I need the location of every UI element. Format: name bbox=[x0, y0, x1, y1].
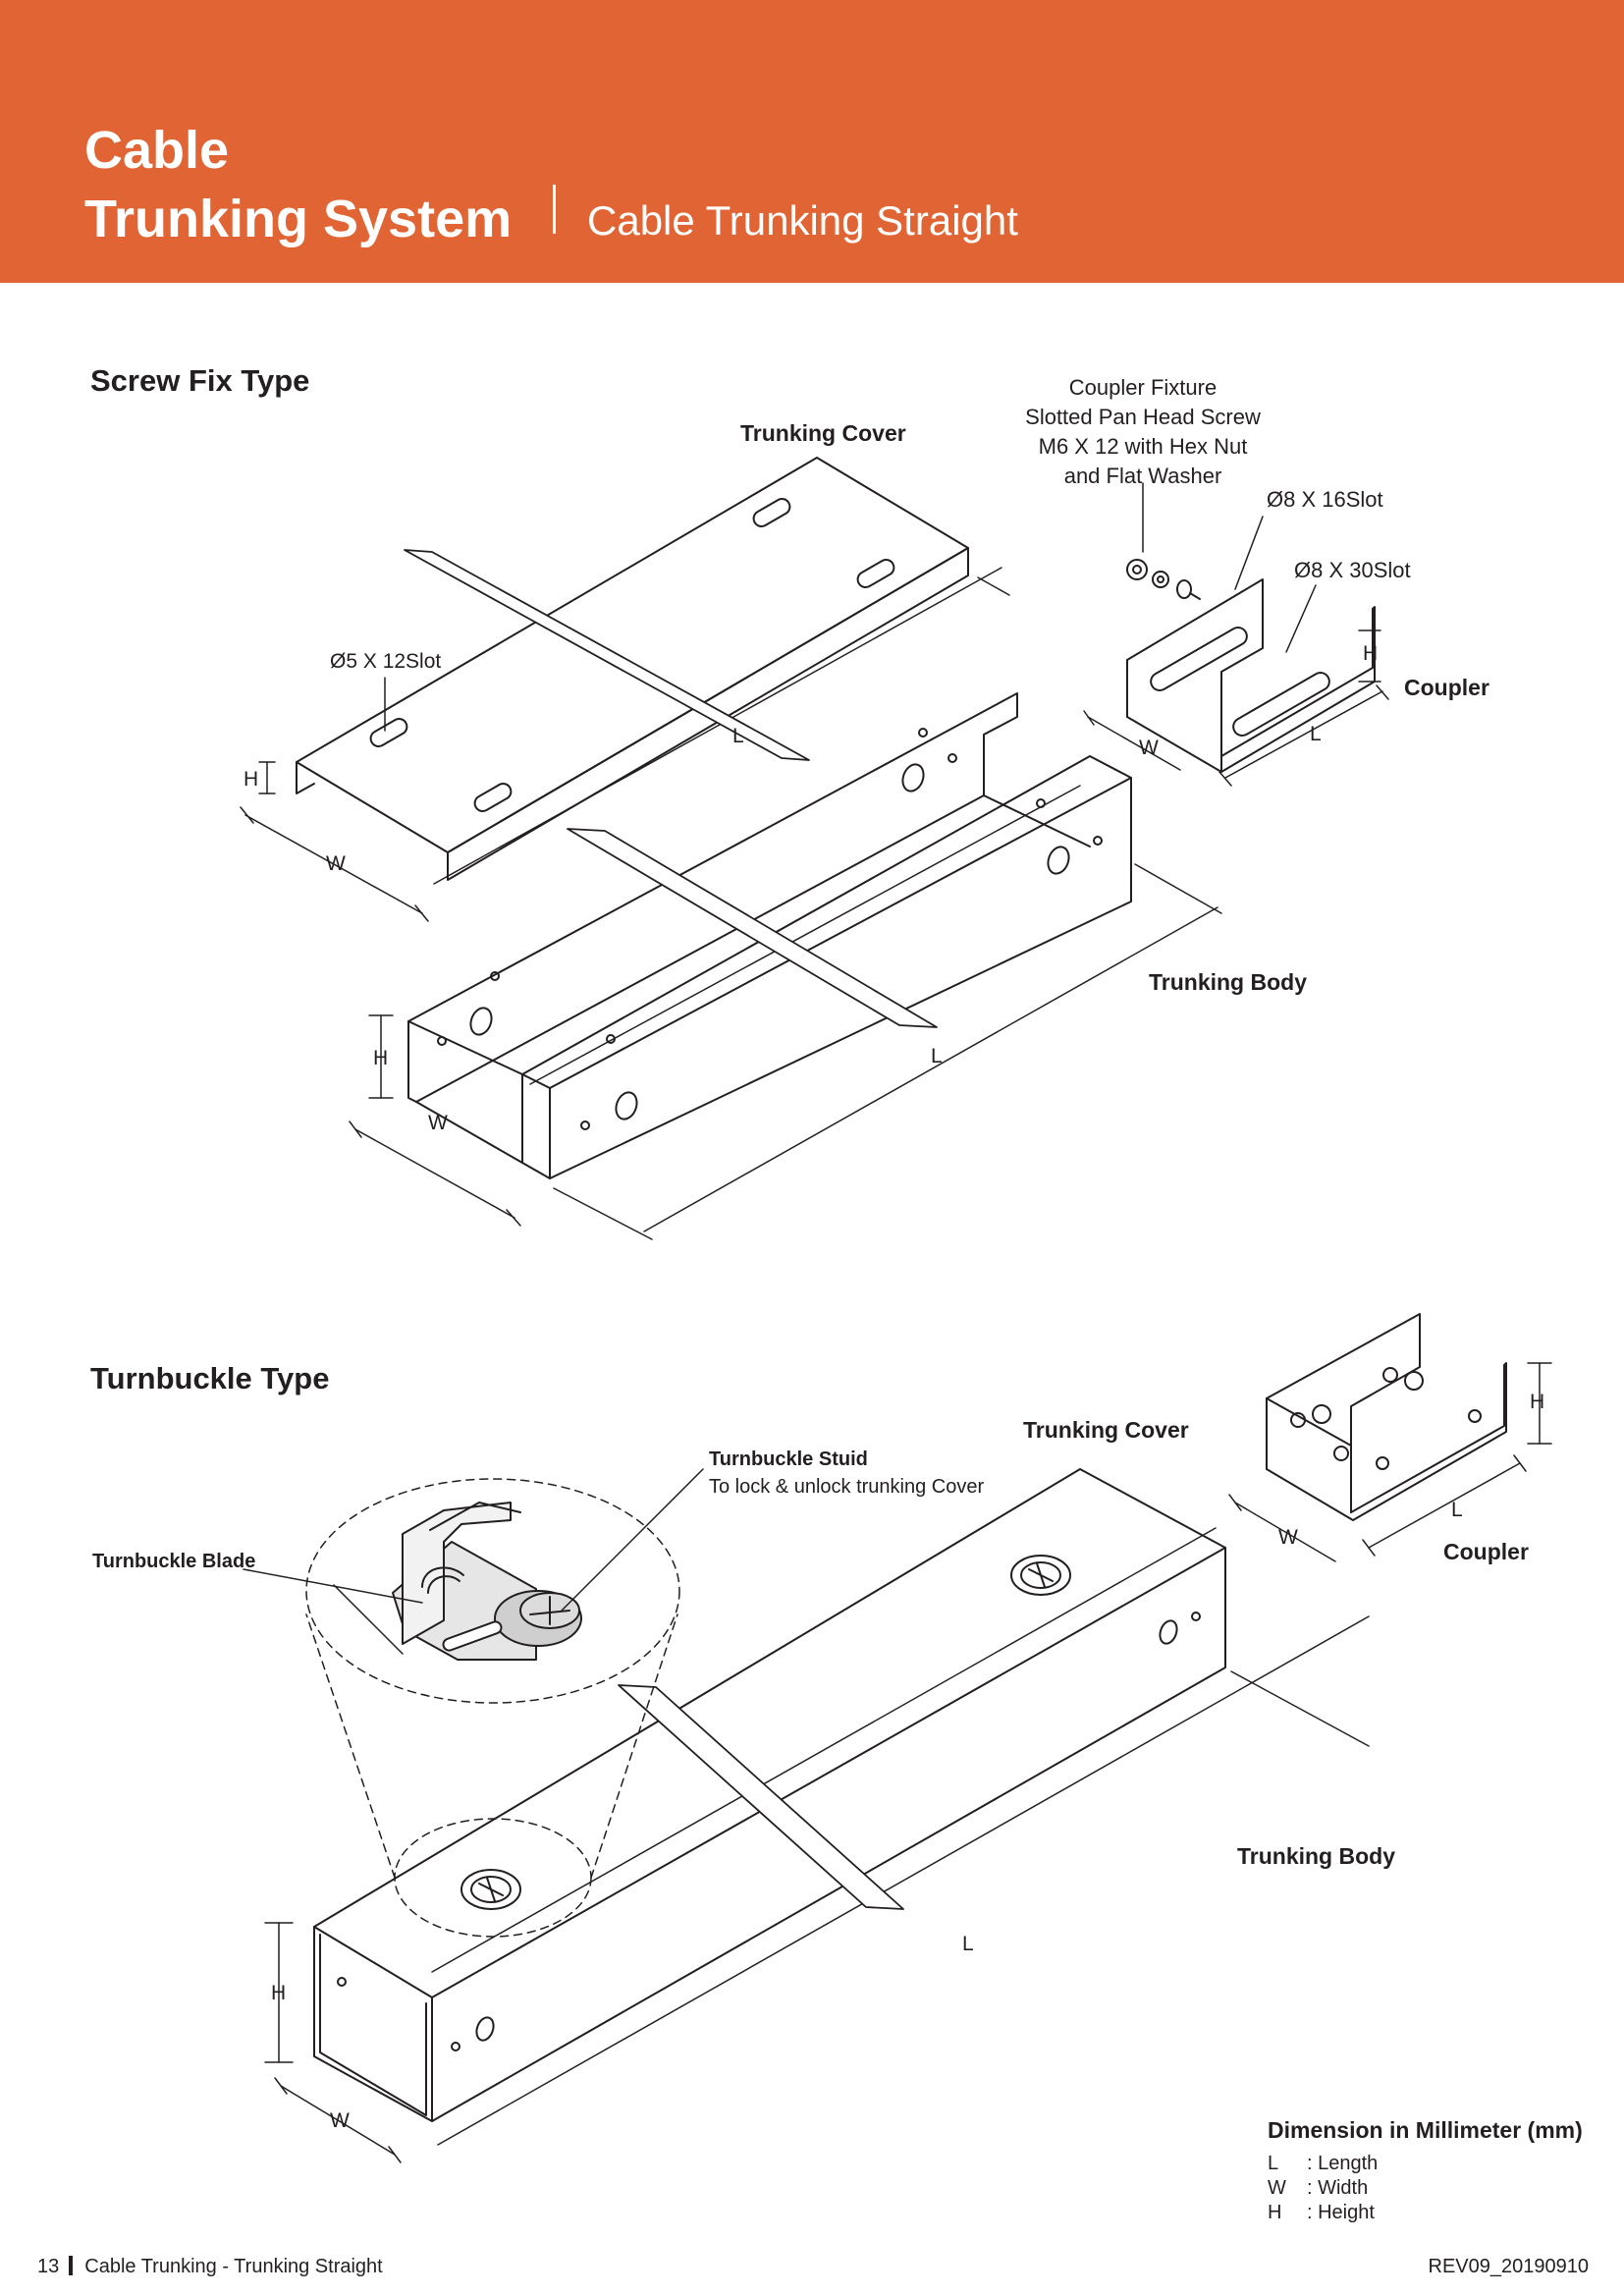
legend-row-height: H : Height bbox=[1268, 2202, 1375, 2224]
break-band-turnbuckle bbox=[618, 1684, 904, 1910]
legend-value: : Length bbox=[1307, 2153, 1379, 2174]
legend-key: H bbox=[1268, 2202, 1282, 2223]
screw-fix-body-label: Trunking Body bbox=[1149, 969, 1307, 995]
title-divider bbox=[553, 185, 556, 234]
legend-key: W bbox=[1268, 2177, 1286, 2199]
turnbuckle-coupler-label: Coupler bbox=[1443, 1539, 1529, 1564]
tb-coupler-dim-w: W bbox=[1278, 1526, 1298, 1549]
coupler-dim-l: L bbox=[1310, 723, 1322, 745]
slot-5-label: Ø5 X 12Slot bbox=[330, 650, 441, 673]
tb-body-dim-h: H bbox=[271, 1982, 286, 2004]
legend-value: : Height bbox=[1307, 2202, 1375, 2223]
coupler-dim-w: W bbox=[1139, 737, 1159, 759]
coupler-fixture-line4: and Flat Washer bbox=[1064, 464, 1222, 488]
section-title-turnbuckle: Turnbuckle Type bbox=[90, 1361, 330, 1395]
body-dim-h: H bbox=[373, 1047, 388, 1069]
break-band-cover bbox=[404, 549, 810, 761]
coupler-fixture-line3: M6 X 12 with Hex Nut bbox=[1039, 434, 1248, 459]
cover-dim-l: L bbox=[732, 725, 744, 747]
legend-row-width: W : Width bbox=[1268, 2177, 1368, 2200]
slot-30-label: Ø8 X 30Slot bbox=[1294, 558, 1411, 582]
turnbuckle-coupler-drawing bbox=[1228, 1313, 1552, 1562]
turnbuckle-detail-drawing bbox=[243, 1468, 704, 1704]
turnbuckle-body-label: Trunking Body bbox=[1237, 1843, 1395, 1869]
legend-title: Dimension in Millimeter (mm) bbox=[1268, 2117, 1583, 2143]
footer-left: 13 Cable Trunking - Trunking Straight bbox=[37, 2256, 383, 2278]
coupler-fixture-line1: Coupler Fixture bbox=[1069, 375, 1217, 400]
page-number: 13 bbox=[37, 2256, 60, 2277]
turnbuckle-cover-label: Trunking Cover bbox=[1023, 1417, 1189, 1443]
body-dim-l: L bbox=[931, 1045, 943, 1067]
tb-coupler-dim-l: L bbox=[1451, 1499, 1463, 1521]
cover-dim-w: W bbox=[326, 852, 346, 875]
slot-16-label: Ø8 X 16Slot bbox=[1267, 487, 1383, 512]
page-title-line2: Trunking System bbox=[84, 190, 513, 248]
section-title-screw-fix: Screw Fix Type bbox=[90, 363, 310, 398]
coupler-fixture-line2: Slotted Pan Head Screw bbox=[1025, 405, 1261, 429]
turnbuckle-stud-desc: To lock & unlock trunking Cover bbox=[709, 1476, 984, 1498]
body-dim-w: W bbox=[428, 1112, 448, 1134]
cover-dim-h: H bbox=[244, 768, 258, 791]
legend-row-length: L : Length bbox=[1268, 2153, 1378, 2175]
footer-revision: REV09_20190910 bbox=[1428, 2256, 1589, 2277]
header-banner bbox=[0, 0, 1624, 283]
coupler-dim-h: H bbox=[1363, 642, 1378, 665]
screw-fix-coupler-drawing bbox=[1083, 482, 1389, 787]
legend-key: L bbox=[1268, 2153, 1279, 2174]
tb-coupler-dim-h: H bbox=[1530, 1391, 1544, 1413]
screw-fix-coupler-label: Coupler bbox=[1404, 675, 1489, 700]
page-subtitle: Cable Trunking Straight bbox=[587, 197, 1018, 244]
tb-body-dim-w: W bbox=[330, 2109, 350, 2132]
break-band-body bbox=[567, 828, 938, 1028]
footer-divider bbox=[69, 2256, 74, 2275]
turnbuckle-stud-label: Turnbuckle Stuid bbox=[709, 1449, 868, 1470]
footer-section: Cable Trunking - Trunking Straight bbox=[84, 2256, 383, 2277]
tb-body-dim-l: L bbox=[962, 1933, 974, 1955]
screw-fix-trunking-cover-drawing bbox=[240, 457, 1010, 922]
page-title-line1: Cable bbox=[84, 121, 230, 180]
legend-value: : Width bbox=[1307, 2177, 1369, 2199]
screw-fix-cover-label: Trunking Cover bbox=[740, 420, 906, 446]
turnbuckle-blade-label: Turnbuckle Blade bbox=[92, 1551, 255, 1572]
